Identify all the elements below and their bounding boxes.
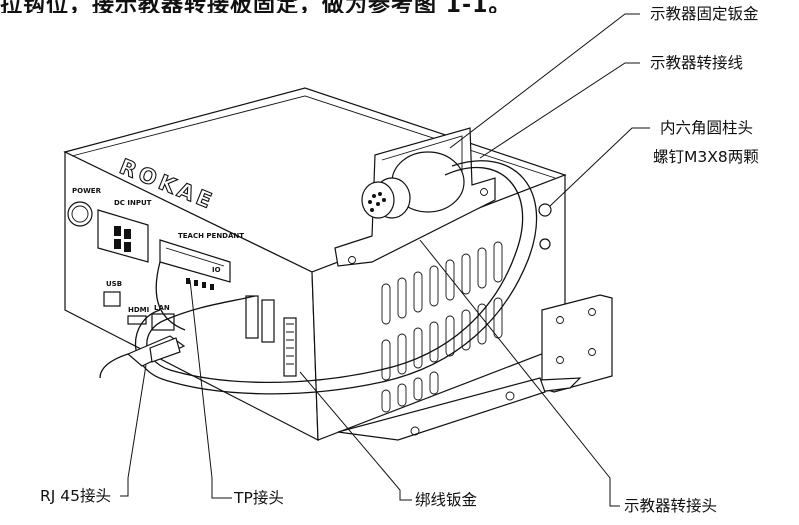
power-button: POWER (67, 187, 102, 227)
tp-connector: TEACH PENDANT IO (159, 232, 244, 290)
svg-text:HDMI: HDMI (128, 306, 149, 314)
usb-port: USB (103, 280, 122, 307)
leader-lines (120, 13, 650, 507)
hdmi-port: HDMI (127, 306, 149, 325)
terminal-blocks (245, 295, 297, 377)
cable-tie-plate (337, 377, 546, 441)
callout-screw-line1: 内六角圆柱头 (660, 119, 754, 137)
adapter-connector (361, 151, 465, 219)
dc-input-port: DC INPUT (97, 199, 152, 263)
svg-text:USB: USB (106, 280, 122, 288)
callout-fixing-bracket: 示教器固定钣金 (650, 5, 759, 23)
callout-rj45: RJ 45接头 (40, 487, 111, 505)
hex-screws (538, 203, 552, 250)
svg-text:IO: IO (212, 266, 221, 274)
svg-text:TEACH PENDANT: TEACH PENDANT (178, 232, 244, 240)
svg-text:DC INPUT: DC INPUT (114, 199, 152, 207)
header-text-fragment: 拉钩位，接示教器转接板固定，做为参考图 1-1。 (0, 0, 512, 13)
callout-adapter-connector: 示教器转接头 (624, 497, 718, 515)
vent-slots (381, 241, 503, 413)
mounting-bracket (537, 294, 613, 393)
adapter-cable (134, 160, 538, 395)
rj45-plug (99, 335, 186, 379)
callout-tp-connector: TP接头 (234, 489, 284, 507)
callout-adapter-cable: 示教器转接线 (650, 54, 744, 72)
callout-cable-tie-plate: 绑线钣金 (415, 491, 478, 509)
svg-text:POWER: POWER (72, 187, 102, 195)
svg-text:LAN: LAN (154, 304, 170, 312)
callout-screw-line2: 螺钉M3X8两颗 (653, 148, 759, 166)
